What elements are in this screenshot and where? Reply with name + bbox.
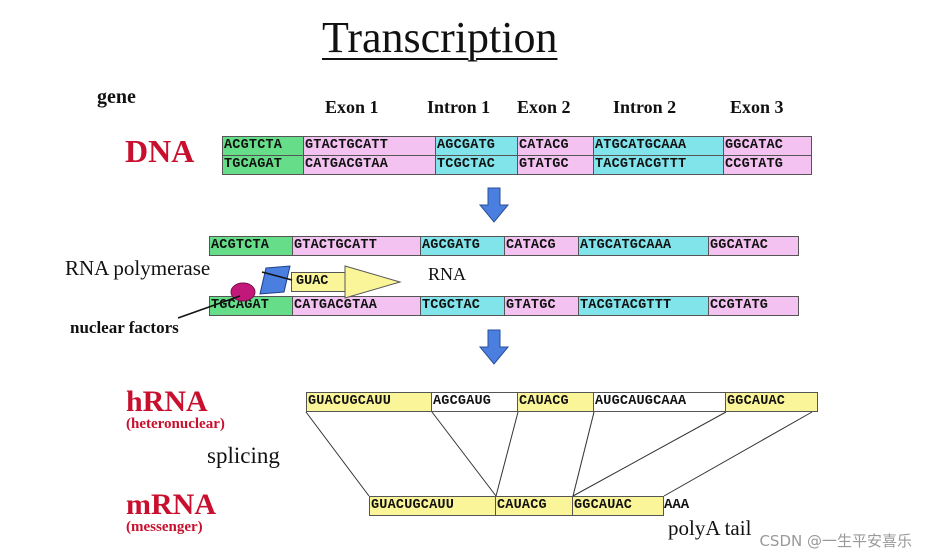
splicing-label: splicing [207, 443, 280, 468]
nuclear-factors-label: nuclear factors [70, 318, 179, 337]
mrna-label: mRNA [126, 488, 216, 521]
open-bottom-end: CCGTATG [709, 296, 799, 316]
hrna-strand: GUACUGCAUU AGCGAUG CAUACG AUGCAUGCAAA GG… [306, 392, 818, 412]
open-bottom-intron2: GTATGC [505, 296, 579, 316]
mrna-exon1: GUACUGCAUU [369, 496, 496, 516]
header-intron-1: Intron 1 [427, 97, 491, 117]
open-top-exon3: ATGCATGCAAA [579, 236, 709, 256]
dna-top-exon2: AGCGATG [436, 136, 518, 156]
dna-label: DNA [125, 133, 195, 169]
dna-top-end: GGCATAC [724, 136, 812, 156]
open-top-end: GGCATAC [709, 236, 799, 256]
header-intron-2: Intron 2 [613, 97, 677, 117]
dna-top-exon3: ATGCATGCAAA [594, 136, 724, 156]
hrna-exon3: GGCAUAC [726, 392, 818, 412]
rna-polymerase-label: RNA polymerase [65, 256, 211, 280]
gene-label: gene [97, 86, 136, 108]
header-exon-3: Exon 3 [730, 97, 784, 117]
down-arrow-icon [478, 329, 510, 365]
dna-bottom-strand: TGCAGAT CATGACGTAA TCGCTAC GTATGC TACGTA… [222, 155, 812, 175]
hrna-exon1: GUACUGCAUU [306, 392, 432, 412]
open-bottom-strand: TGCAGAT CATGACGTAA TCGCTAC GTATGC TACGTA… [209, 296, 799, 316]
hrna-intron2: AUGCAUGCAAA [594, 392, 726, 412]
splicing-lines [305, 411, 813, 497]
header-exon-2: Exon 2 [517, 97, 571, 117]
dna-bottom-exon3: TACGTACGTTT [594, 155, 724, 175]
dna-bottom-exon2: TCGCTAC [436, 155, 518, 175]
polymerase-pointer-line [261, 271, 293, 281]
dna-bottom-end: CCGTATG [724, 155, 812, 175]
page-title: Transcription [322, 13, 558, 62]
down-arrow-icon [478, 187, 510, 223]
open-bottom-exon3: TACGTACGTTT [579, 296, 709, 316]
open-top-exon2: AGCGATG [421, 236, 505, 256]
dna-top-strand: ACGTCTA GTACTGCATT AGCGATG CATACG ATGCAT… [222, 136, 812, 156]
header-exon-1: Exon 1 [325, 97, 379, 117]
hrna-intron1: AGCGAUG [432, 392, 518, 412]
open-top-exon1: ACGTCTA [209, 236, 293, 256]
nuclear-factors-pointer-line [177, 295, 241, 319]
mrna-sublabel: (messenger) [126, 519, 203, 535]
rna-label: RNA [428, 264, 467, 284]
mrna-exon2: CAUACG [496, 496, 573, 516]
open-bottom-intron1: CATGACGTAA [293, 296, 421, 316]
hrna-label: hRNA [126, 385, 208, 418]
dna-top-intron2: CATACG [518, 136, 594, 156]
dna-bottom-intron2: GTATGC [518, 155, 594, 175]
polya-sequence: AAA [664, 497, 690, 513]
open-top-intron1: GTACTGCATT [293, 236, 421, 256]
mrna-strand: GUACUGCAUU CAUACG GGCAUAC [369, 496, 664, 516]
hrna-exon2: CAUACG [518, 392, 594, 412]
open-top-intron2: CATACG [505, 236, 579, 256]
open-top-strand: ACGTCTA GTACTGCATT AGCGATG CATACG ATGCAT… [209, 236, 799, 256]
watermark: CSDN @一生平安喜乐 [759, 532, 912, 550]
open-bottom-exon2: TCGCTAC [421, 296, 505, 316]
dna-bottom-exon1: TGCAGAT [222, 155, 304, 175]
hrna-sublabel: (heteronuclear) [126, 416, 225, 432]
rna-polymerase-icon [259, 265, 291, 295]
dna-bottom-intron1: CATGACGTAA [304, 155, 436, 175]
mrna-exon3: GGCAUAC [573, 496, 664, 516]
dna-top-exon1: ACGTCTA [222, 136, 304, 156]
rna-direction-arrow-icon [344, 265, 402, 299]
polya-tail-label: polyA tail [668, 516, 752, 540]
